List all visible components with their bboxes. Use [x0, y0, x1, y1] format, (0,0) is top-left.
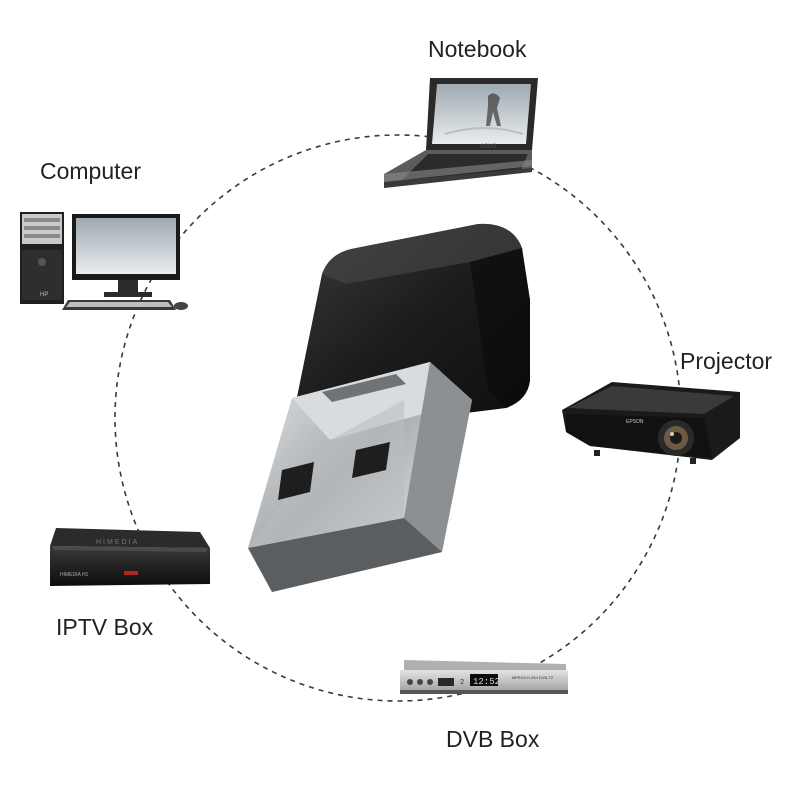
usb-dongle-image	[248, 223, 530, 592]
dvb-box-display: 12:52	[473, 677, 500, 687]
notebook-image: ASUS	[384, 78, 538, 188]
label-projector: Projector	[680, 348, 773, 374]
iptv-box-brand: HIMEDIA	[96, 539, 139, 546]
projector-image: EPSON	[562, 382, 740, 464]
iptv-box-image: HIMEDIA HIMEDIA H1	[50, 528, 210, 586]
label-computer: Computer	[40, 158, 141, 184]
dvb-box-model: MPEG4 H.264 DVB-T2	[512, 675, 554, 680]
notebook-brand: ASUS	[480, 144, 496, 150]
label-iptv-box: IPTV Box	[56, 614, 154, 640]
dvb-box-image: 12:52 2 MPEG4 H.264 DVB-T2	[400, 660, 568, 694]
label-notebook: Notebook	[428, 36, 527, 62]
computer-brand: HP	[40, 292, 48, 298]
computer-image: HP	[20, 212, 188, 310]
dvb-box-channel: 2	[460, 679, 464, 687]
iptv-box-model: HIMEDIA H1	[60, 572, 89, 578]
label-dvb-box: DVB Box	[446, 726, 540, 752]
projector-brand: EPSON	[626, 419, 644, 425]
